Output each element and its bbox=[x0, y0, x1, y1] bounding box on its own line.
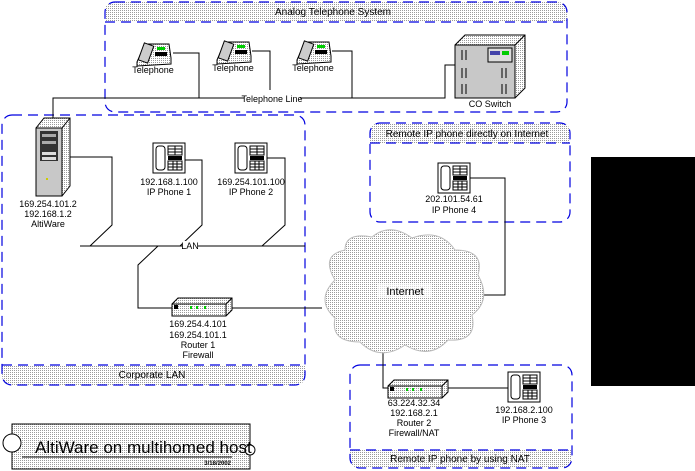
telephone-icon bbox=[216, 40, 252, 65]
router-icon bbox=[387, 379, 449, 399]
co-switch-label: CO Switch bbox=[469, 99, 512, 109]
telephone-2 bbox=[216, 40, 252, 65]
telephone-1 bbox=[136, 42, 172, 67]
ip-phone-2-name: IP Phone 2 bbox=[229, 187, 273, 197]
black-panel bbox=[591, 157, 695, 386]
telephone-3 bbox=[296, 40, 332, 65]
lan-label: LAN bbox=[181, 241, 199, 251]
server-icon bbox=[35, 117, 71, 197]
ip-phone-4-name: IP Phone 4 bbox=[432, 205, 476, 215]
group-title: Corporate LAN bbox=[119, 370, 186, 381]
telephone-icon bbox=[136, 42, 172, 67]
ip-phone-1-name: IP Phone 1 bbox=[147, 187, 191, 197]
ip-phone-4 bbox=[437, 162, 471, 194]
router-1-name: Router 1 bbox=[181, 340, 216, 350]
group-title: Remote IP phone by using NAT bbox=[390, 454, 530, 465]
ip-phone-3-name: IP Phone 3 bbox=[502, 415, 546, 425]
ip-phone-icon bbox=[152, 142, 186, 174]
router-1 bbox=[171, 297, 233, 317]
router-1-ip-1: 169.254.4.101 bbox=[169, 319, 227, 329]
group-title: Remote IP phone directly on Internet bbox=[386, 129, 549, 140]
group-remote-nat: Remote IP phone by using NAT bbox=[349, 364, 573, 469]
ip-phone-icon bbox=[234, 142, 268, 174]
group-title: Analog Telephone System bbox=[275, 7, 391, 18]
router-2-ip-2: 192.168.2.1 bbox=[390, 408, 438, 418]
group-corporate-lan: Corporate LAN bbox=[1, 114, 306, 386]
telephone-2-label: Telephone bbox=[212, 63, 254, 73]
server-ip-1: 169.254.101.2 bbox=[19, 199, 77, 209]
telephone-icon bbox=[296, 40, 332, 65]
ip-phone-3 bbox=[507, 371, 541, 403]
ip-phone-icon bbox=[437, 162, 471, 194]
ip-phone-1-ip: 192.168.1.100 bbox=[140, 177, 198, 187]
group-remote-internet: Remote IP phone directly on Internet bbox=[369, 122, 571, 223]
title-block: AltiWare on multihomed host 3/18/2002 bbox=[2, 423, 256, 470]
ip-phone-4-ip: 202.101.54.61 bbox=[425, 194, 483, 204]
co-switch-icon bbox=[454, 34, 526, 99]
router-2-role: Firewall/NAT bbox=[389, 428, 440, 438]
ip-phone-2-ip: 169.254.101.100 bbox=[217, 177, 285, 187]
router-2-ip-1: 63.224.32.34 bbox=[388, 398, 441, 408]
ip-phone-3-ip: 192.168.2.100 bbox=[495, 405, 553, 415]
router-2 bbox=[387, 379, 449, 399]
internet-label: Internet bbox=[386, 286, 423, 298]
title-block-date: 3/18/2002 bbox=[204, 461, 231, 467]
internet-cloud: Internet bbox=[324, 229, 485, 354]
ip-phone-icon bbox=[507, 371, 541, 403]
server-ip-2: 192.168.1.2 bbox=[24, 209, 72, 219]
group-analog-telephone-system: Analog Telephone System bbox=[104, 1, 568, 113]
server-name: AltiWare bbox=[31, 219, 65, 229]
title-block-title: AltiWare on multihomed host bbox=[35, 438, 252, 457]
router-icon bbox=[171, 297, 233, 317]
router-1-role: Firewall bbox=[182, 350, 213, 360]
telephone-3-label: Telephone bbox=[292, 63, 334, 73]
ip-phone-2 bbox=[234, 142, 268, 174]
router-2-name: Router 2 bbox=[397, 418, 432, 428]
ip-phone-1 bbox=[152, 142, 186, 174]
router-1-ip-2: 169.254.101.1 bbox=[169, 330, 227, 340]
telephone-1-label: Telephone bbox=[132, 65, 174, 75]
telephone-line-label: Telephone Line bbox=[241, 94, 302, 104]
